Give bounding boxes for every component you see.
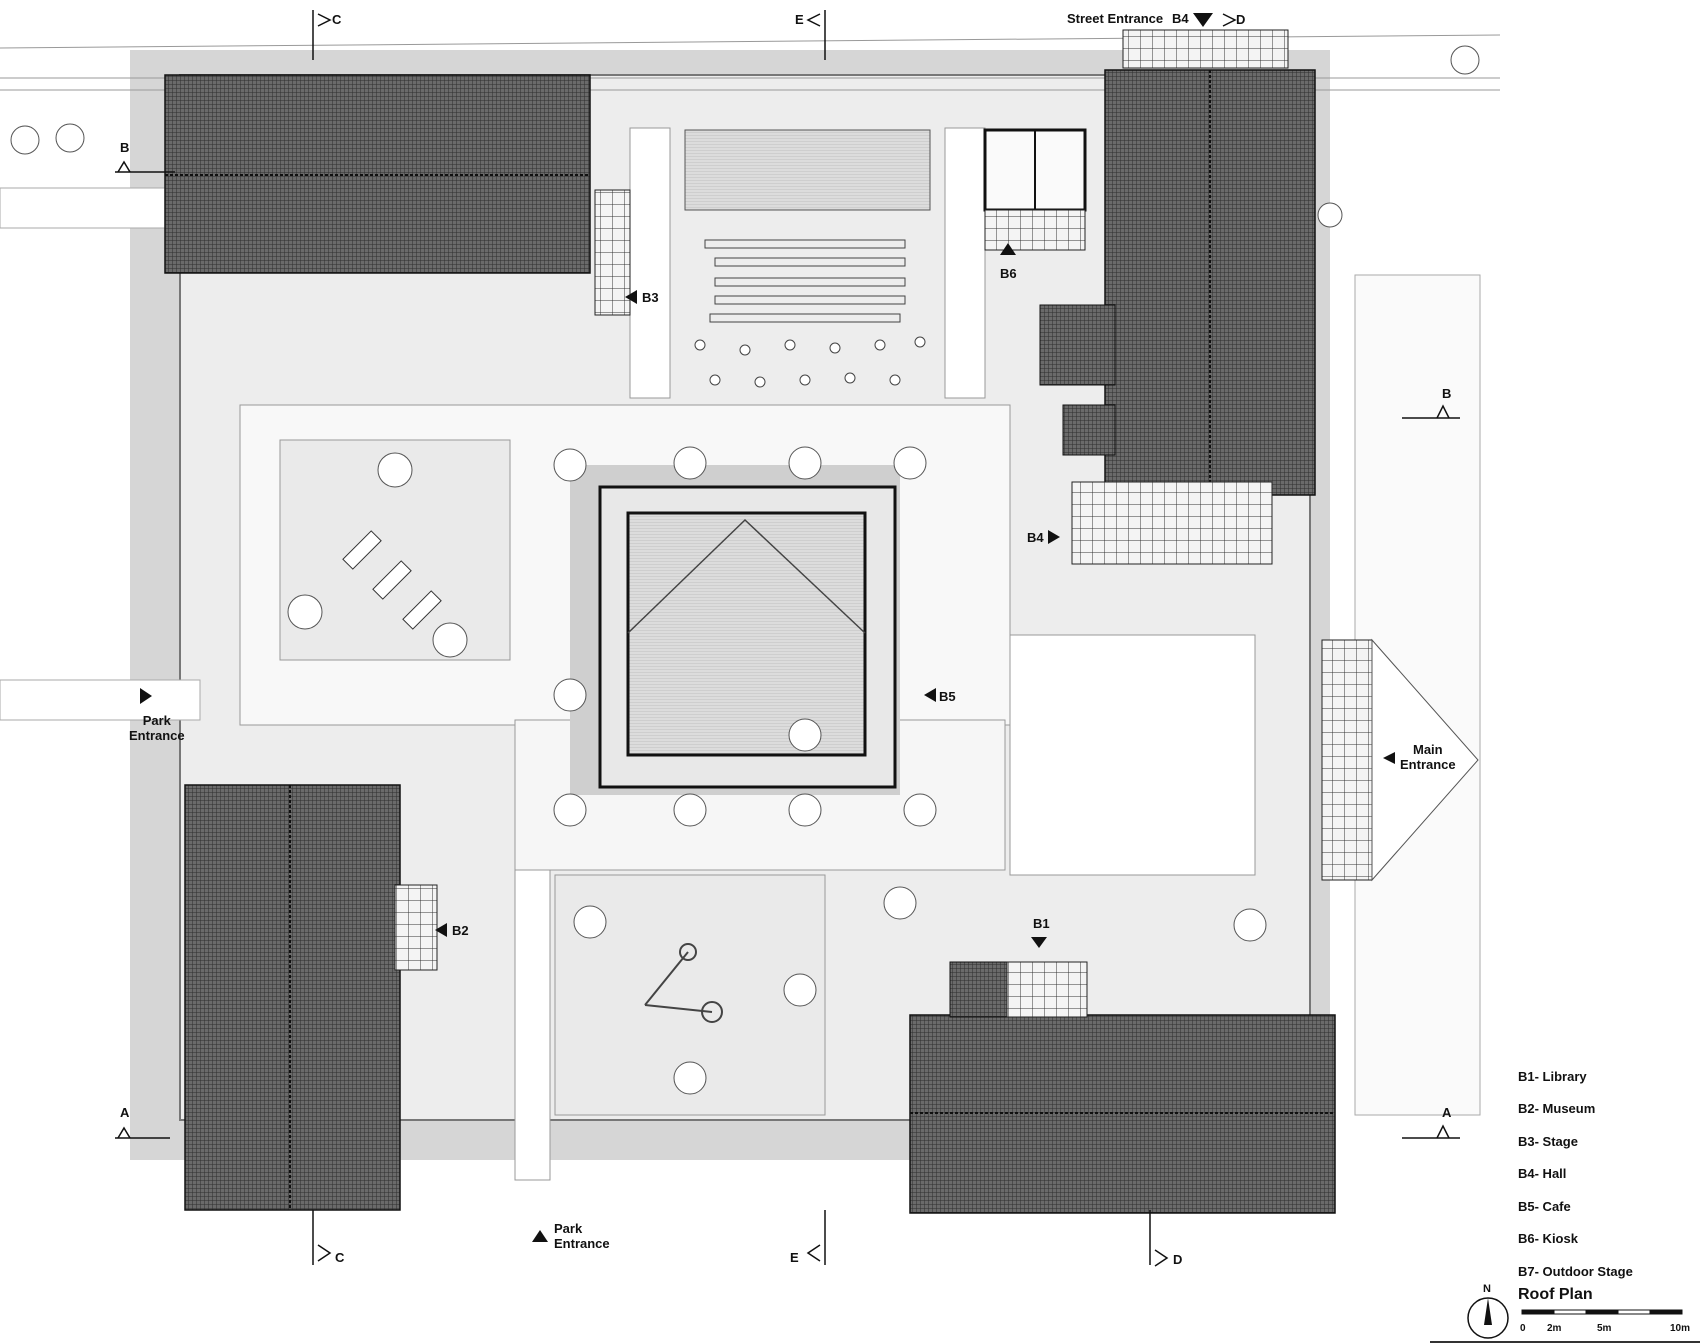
main-entrance-stair	[1321, 639, 1373, 881]
building-tag-b1: B1	[1033, 916, 1050, 931]
section-label-b-right: B	[1442, 386, 1452, 401]
scale-label: 2m	[1547, 1323, 1562, 1334]
outdoor-stage-seating	[704, 239, 906, 323]
roof-annex	[1039, 304, 1116, 386]
entrance-arrows	[140, 13, 1395, 1242]
section-label-b-left: B	[120, 140, 130, 155]
scale-label: 5m	[1597, 1323, 1612, 1334]
north-label: N	[1483, 1283, 1491, 1295]
drawing-title: Roof Plan	[1518, 1286, 1593, 1303]
section-marks	[115, 10, 1460, 1267]
street-entrance-stair	[1122, 29, 1289, 69]
legend-item: B1- Library	[1518, 1069, 1587, 1084]
cafe-roof-inner	[626, 511, 867, 757]
playground-equipment	[644, 943, 723, 1023]
sidewalk-park	[0, 679, 201, 721]
cafe-trees	[553, 446, 937, 827]
section-label-d-bottom: D	[1173, 1252, 1183, 1267]
legend-item: B4- Hall	[1518, 1166, 1567, 1181]
outdoor-stage-stools	[694, 336, 926, 388]
street-entrance-label: Street Entrance	[1067, 11, 1164, 26]
legend-item: B7- Outdoor Stage	[1518, 1264, 1633, 1279]
museum-stair	[394, 884, 438, 971]
building-tag-b6: B6	[1000, 266, 1017, 281]
section-label-d-top: D	[1236, 12, 1246, 27]
building-tag-b4-top: B4	[1172, 11, 1189, 26]
section-label-a-left: A	[120, 1105, 130, 1120]
garden-benches	[342, 530, 442, 630]
building-tag-b4: B4	[1027, 530, 1044, 545]
main-entrance-canopy	[1371, 638, 1479, 882]
legend-item: B5- Cafe	[1518, 1199, 1571, 1214]
scale-bar	[1521, 1309, 1683, 1315]
outdoor-stage-platform	[684, 129, 931, 211]
scale-label: 0	[1520, 1323, 1526, 1334]
legend-item: B6- Kiosk	[1518, 1231, 1578, 1246]
library-stair	[1006, 961, 1088, 1018]
legend-item: B3- Stage	[1518, 1134, 1578, 1149]
hall-stair	[1071, 481, 1273, 565]
roof-south-west-building	[184, 784, 401, 1211]
library-annex	[949, 961, 1008, 1018]
plaza-paving-east	[1009, 634, 1256, 876]
section-label-a-right: A	[1442, 1105, 1452, 1120]
kiosk-deck	[984, 209, 1086, 251]
cafe-roof-ridge	[627, 518, 866, 634]
scale-label: 10m	[1670, 1323, 1691, 1334]
section-label-e-top: E	[795, 12, 804, 27]
building-tag-b5: B5	[939, 689, 956, 704]
path-south	[514, 869, 551, 1181]
building-tag-b3: B3	[642, 290, 659, 305]
legend-item: B2- Museum	[1518, 1101, 1596, 1116]
section-label-c-top: C	[332, 12, 342, 27]
roof-annex	[1062, 404, 1116, 456]
sidewalk-left	[0, 187, 171, 229]
section-label-c-bottom: C	[335, 1250, 345, 1265]
section-label-e-bottom: E	[790, 1250, 799, 1265]
path-north-west	[629, 127, 671, 399]
building-tag-b2: B2	[452, 923, 469, 938]
path-north-east	[944, 127, 986, 399]
landscape-trees	[10, 45, 1480, 1095]
stage-stair	[594, 189, 631, 316]
